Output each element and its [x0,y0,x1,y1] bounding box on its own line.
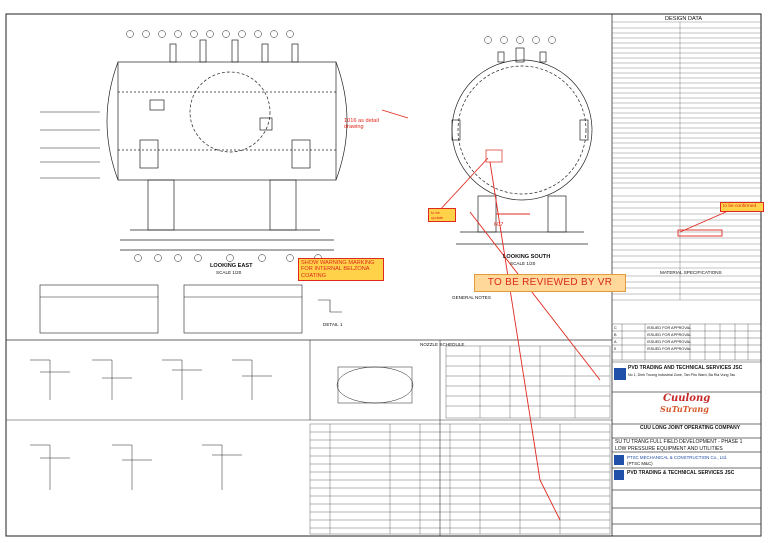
equipment-title: LOW PRESSURE EQUIPMENT AND UTILITIES [615,446,723,452]
dimension-607: 607 [494,222,504,228]
callout-1016: 1016 as detail drawing [344,118,379,130]
company-pvd-name-2: PVD TRADING & TECHNICAL SERVICES JSC [627,470,735,476]
project-name: SU TU TRANG FULL FIELD DEVELOPMENT - PHA… [615,439,743,445]
support-detail-views [39,284,342,334]
pvd-logo-mark [614,368,626,380]
revision-row-desc: ISSUED FOR APPROVAL [647,340,692,344]
nozzle-balloons-top [126,30,294,38]
looking-south-label: LOOKING SOUTH [503,254,551,260]
company-pvd-name: PVD TRADING AND TECHNICAL SERVICES JSC [628,365,743,371]
revision-row-rev: 0 [614,347,617,351]
nozzle-balloons-bottom [134,254,322,262]
nozzle-details-row-2 [30,444,242,490]
nozzle-schedule-heading: NOZZLE SCHEDULE [420,342,465,347]
looking-east-label: LOOKING EAST [210,263,253,269]
revision-row-rev: C [614,326,617,330]
to-be-confirmed-annotation: to be confirmed [720,202,764,212]
operator-name: CUU LONG JOINT OPERATING COMPANY [640,425,741,431]
contractor-short: (PTSC M&C) [627,461,653,466]
cuulong-logo: Cuulong [663,393,711,404]
revision-row-desc: ISSUED FOR APPROVAL [647,326,692,330]
weight-table [445,345,611,419]
company-pvd-address: No 1, Dinh Truong Industrial Zone, Tan P… [628,373,736,377]
ptsc-logo-mark [614,455,624,465]
revision-row-desc: ISSUED FOR APPROVAL [647,347,692,351]
material-spec-heading: MATERIAL SPECIFICATIONS [660,270,722,275]
nozzle-schedule-table [309,423,611,535]
small-annotation-box: to be update [428,208,456,222]
south-nozzle-balloons [484,36,556,44]
sutuden-logo: SuTuTrang [660,404,709,414]
vessel-looking-east [106,39,348,251]
contractor-name: PTSC MECHANICAL & CONSTRUCTION Co., Ltd. [627,455,728,460]
review-stamp: TO BE REVIEWED BY VR [474,274,626,292]
title-block-frames [611,361,762,537]
revision-row-rev: A [614,340,617,344]
nozzle-details-row-1 [30,359,414,404]
sheet-border [5,13,762,537]
detail-1-label: DETAIL 1 [323,322,343,327]
revision-row-rev: B [614,333,617,337]
revision-table [611,323,762,361]
red-callout-lines [381,109,736,521]
revision-row-desc: ISSUED FOR APPROVAL [647,333,692,337]
looking-south-scale: SCALE 1/20 [510,261,536,266]
elevation-marks [40,111,100,179]
warning-marking-annotation: SHOW WARNING MARKING FOR INTERNAL BELZON… [298,258,384,282]
design-data-heading: DESIGN DATA [665,16,703,22]
vessel-looking-south [451,47,593,245]
looking-east-scale: SCALE 1/20 [216,270,242,275]
pvd-logo-mark-2 [614,470,624,480]
general-notes-heading: GENERAL NOTES [452,295,491,300]
design-data-table [612,21,761,301]
